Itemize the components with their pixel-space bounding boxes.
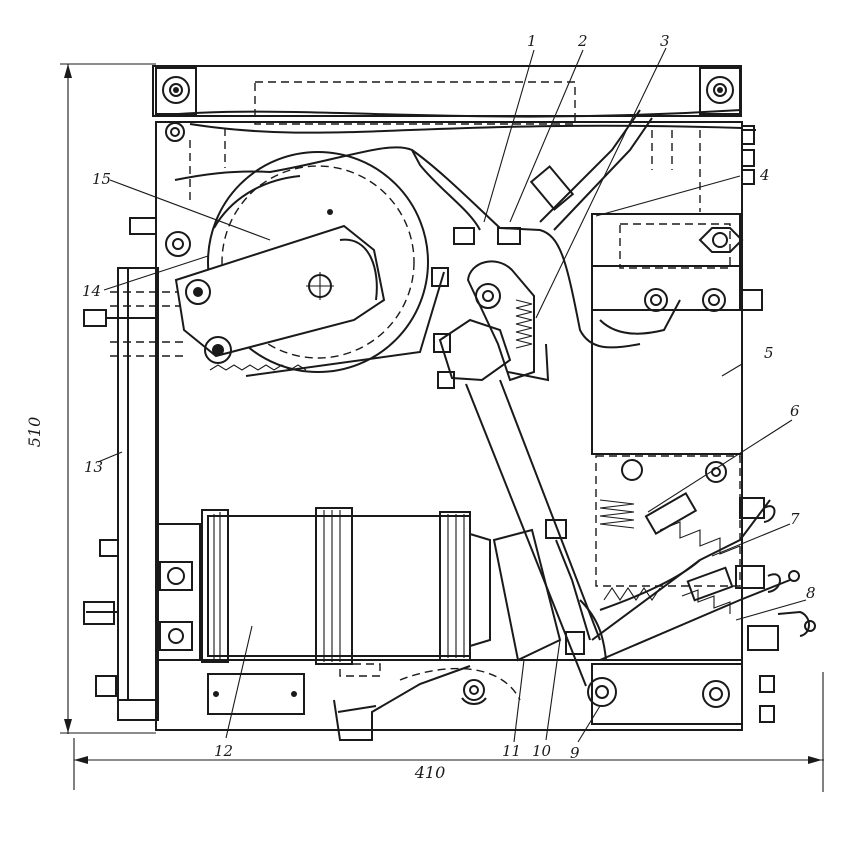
coil-assembly <box>155 507 562 665</box>
callout-4: 4 <box>759 166 770 184</box>
callout-12: 12 <box>214 742 233 760</box>
callout-10: 10 <box>532 742 552 760</box>
contact-assembly <box>579 491 816 661</box>
callout-6: 6 <box>790 402 800 420</box>
callout-5: 5 <box>764 344 774 362</box>
callout-8: 8 <box>806 584 816 602</box>
callout-14: 14 <box>82 282 101 300</box>
latch-assembly <box>411 109 681 382</box>
callout-2: 2 <box>577 32 588 50</box>
callout-15: 15 <box>92 170 111 188</box>
leader-lines <box>97 47 807 743</box>
height-dimension-label: 510 <box>25 417 44 448</box>
callout-13: 13 <box>84 458 103 476</box>
width-dimension: 410 <box>73 672 824 792</box>
callout-7: 7 <box>790 510 800 528</box>
callout-11: 11 <box>502 742 521 760</box>
base-bar <box>117 663 775 741</box>
callout-1: 1 <box>527 32 537 50</box>
width-dimension-label: 410 <box>414 763 446 782</box>
operating-rod <box>433 318 617 707</box>
top-bracket <box>152 65 742 125</box>
cam-assembly <box>174 146 481 377</box>
callout-3: 3 <box>660 32 670 50</box>
callout-labels: 1 2 3 4 5 6 7 8 9 10 11 12 13 14 15 <box>82 32 816 762</box>
callout-9: 9 <box>570 744 580 762</box>
right-block <box>591 125 763 587</box>
height-dimension: 510 <box>25 63 156 734</box>
